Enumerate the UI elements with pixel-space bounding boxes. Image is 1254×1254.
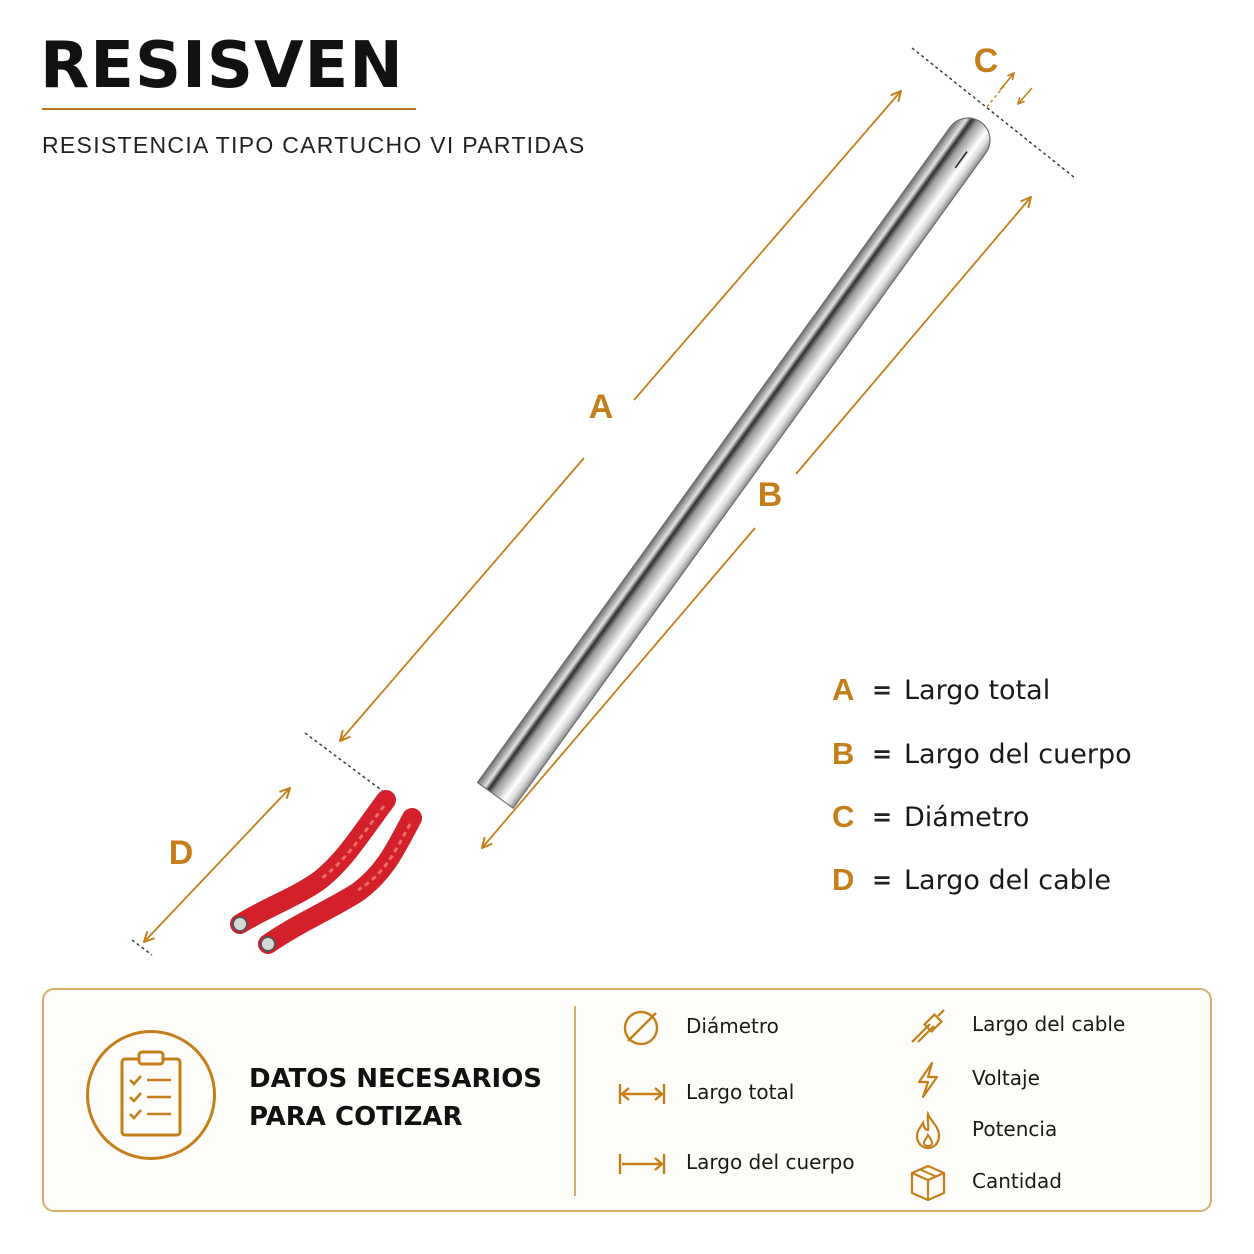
cartridge-heater-diagram: A B C D <box>131 42 1076 956</box>
requirement-label: Cantidad <box>972 1169 1062 1193</box>
flame-icon <box>915 1111 941 1150</box>
dimension-a-letter: A <box>589 388 614 426</box>
legend-equals: = <box>871 803 893 831</box>
cable-terminal-lower <box>260 936 276 952</box>
legend-label: Largo del cuerpo <box>904 738 1132 770</box>
legend-key: C <box>832 799 855 834</box>
total-length-icon <box>618 1084 666 1104</box>
dimension-c-letter: C <box>974 42 999 80</box>
legend-label: Largo del cable <box>904 864 1111 896</box>
dimension-b-arrow-lower <box>482 527 756 848</box>
requirement-label: Largo del cuerpo <box>686 1150 855 1174</box>
quote-heading-line1: DATOS NECESARIOS <box>249 1064 543 1094</box>
diameter-icon <box>623 1010 659 1046</box>
cable-icon <box>911 1009 945 1043</box>
steel-cartridge-body <box>476 117 991 810</box>
legend-key: D <box>832 862 855 897</box>
legend-row-c: C = Diámetro <box>832 795 1029 839</box>
legend-label: Largo total <box>904 674 1051 706</box>
requirement-label: Diámetro <box>686 1014 779 1038</box>
brand-underline <box>42 108 416 110</box>
legend-row-b: B = Largo del cuerpo <box>832 732 1132 776</box>
legend-key: B <box>832 736 855 771</box>
requirement-label: Largo del cable <box>972 1012 1126 1036</box>
dimension-b-arrow-upper <box>795 197 1031 475</box>
quote-heading-line2: PARA COTIZAR <box>249 1102 463 1132</box>
body-length-icon <box>618 1154 666 1174</box>
dimension-b-letter: B <box>758 476 783 514</box>
requirement-label: Largo total <box>686 1080 795 1104</box>
legend-equals: = <box>871 866 893 894</box>
legend-label: Diámetro <box>904 801 1030 833</box>
legend-row-d: D = Largo del cable <box>832 858 1111 902</box>
legend-equals: = <box>871 740 893 768</box>
legend-key: A <box>832 672 855 707</box>
dimension-a-arrow-lower <box>340 457 585 741</box>
dimension-c-arrow-lower <box>1018 87 1033 104</box>
cable-terminal-upper <box>232 916 248 932</box>
brand-title: RESISVEN <box>40 29 404 103</box>
box-icon <box>910 1164 946 1202</box>
requirement-label: Potencia <box>972 1117 1058 1141</box>
dimension-a-arrow-upper <box>633 91 901 401</box>
legend-row-a: A = Largo total <box>832 668 1050 712</box>
red-cable-lower <box>258 808 422 954</box>
legend-equals: = <box>871 676 893 704</box>
quote-requirements-panel: DATOS NECESARIOS PARA COTIZAR Diámetro L… <box>42 988 1212 1212</box>
extension-line-cable-end <box>131 939 153 956</box>
quote-heading: DATOS NECESARIOS PARA COTIZAR <box>249 1060 542 1136</box>
dimension-d-arrow <box>144 788 290 942</box>
requirement-label: Voltaje <box>972 1066 1040 1090</box>
panel-divider <box>574 1006 576 1196</box>
brand-subtitle: RESISTENCIA TIPO CARTUCHO VI PARTIDAS <box>42 132 586 158</box>
extension-line-body-start <box>304 732 389 796</box>
cable-braid-highlight <box>321 805 412 892</box>
dimension-c-guide <box>985 85 1005 109</box>
extension-line-top <box>911 47 1076 179</box>
lightning-icon <box>917 1061 939 1099</box>
dimension-d-letter: D <box>169 834 194 872</box>
clipboard-checklist-icon <box>86 1030 216 1160</box>
